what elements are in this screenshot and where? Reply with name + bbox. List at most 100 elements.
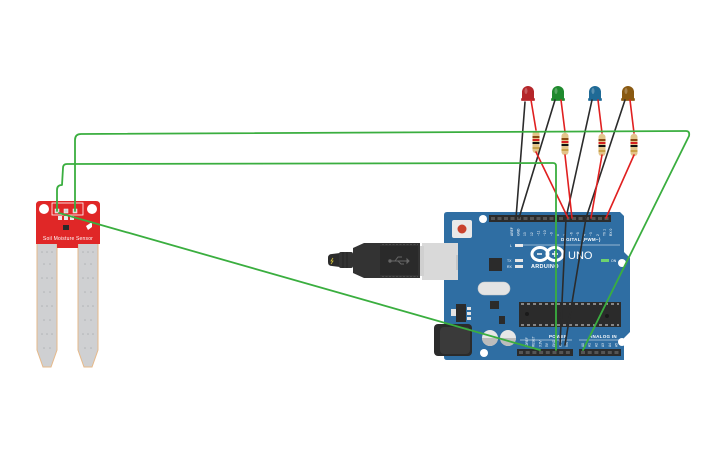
header-pin-socket[interactable]: [581, 351, 585, 354]
resistor[interactable]: [532, 131, 540, 153]
resistor-band: [598, 145, 606, 147]
wire-sensor-vcc[interactable]: [56, 162, 557, 351]
header-pin-socket[interactable]: [565, 351, 570, 354]
analog-pin-label: A1: [588, 343, 592, 347]
header-pin-socket[interactable]: [530, 217, 534, 220]
sensor-pins[interactable]: [54, 208, 78, 214]
arduino-mount-hole: [618, 259, 626, 267]
analog-label: ANALOG IN: [589, 334, 617, 339]
header-pin-socket[interactable]: [572, 217, 576, 220]
wire-sensor-gnd[interactable]: [74, 130, 691, 351]
header-pin-socket[interactable]: [594, 351, 599, 354]
usb-cable[interactable]: [328, 243, 424, 278]
wire-ground-brown-led[interactable]: [564, 99, 626, 346]
power-pin-label: GND: [552, 339, 556, 347]
sensor-transistor: [63, 225, 69, 230]
arduino-mount-hole: [479, 215, 487, 223]
header-pin-socket[interactable]: [614, 351, 619, 354]
header-pin-socket[interactable]: [532, 351, 537, 354]
resistor-band: [630, 142, 638, 144]
power-jack-face: [440, 327, 470, 354]
header-pin-socket[interactable]: [578, 217, 583, 220]
regulator-leg: [467, 307, 471, 310]
resistor-band: [598, 150, 606, 152]
sensor-logo-icon: [86, 222, 92, 230]
wire-ground-red-led[interactable]: [515, 101, 526, 219]
header-pin-socket[interactable]: [587, 351, 592, 354]
header-pin-socket[interactable]: [519, 351, 523, 354]
power-pin-label: Vin: [565, 342, 569, 347]
header-pin-socket[interactable]: [536, 217, 541, 220]
power-header[interactable]: [517, 349, 573, 356]
header-pin-socket[interactable]: [598, 217, 602, 220]
led-brown[interactable]: [621, 86, 635, 101]
analog-pin-label: A4: [608, 343, 612, 347]
resistor-band: [532, 147, 540, 149]
resistor-band: [561, 141, 569, 143]
wire-anode-blue[interactable]: [597, 99, 603, 134]
digital-header-block: [489, 215, 555, 222]
header-pin-socket[interactable]: [591, 217, 596, 220]
header-pin-socket[interactable]: [504, 217, 508, 220]
wire-anode-green[interactable]: [560, 99, 566, 133]
usb-chip: [489, 258, 502, 271]
header-pin-socket[interactable]: [543, 217, 547, 220]
header-pin-socket[interactable]: [559, 217, 563, 220]
led-label-rx: RX: [507, 265, 513, 269]
arduino-uno[interactable]: ARDUINO UNO L TX RX ON DIGITAL (PWM~) PO…: [422, 212, 630, 360]
digital-pin-label: ~10: [543, 230, 547, 236]
led-blue[interactable]: [588, 86, 602, 101]
resistor[interactable]: [598, 134, 606, 156]
wire-anode-green[interactable]: [564, 154, 573, 219]
header-pin-socket[interactable]: [497, 217, 502, 220]
resistor-band: [532, 139, 540, 141]
led-green[interactable]: [551, 86, 565, 101]
header-pin-socket[interactable]: [559, 351, 564, 354]
chip-dot: [605, 314, 609, 318]
header-pin-socket[interactable]: [539, 351, 544, 354]
usb-icon: [388, 256, 410, 265]
leds-group: [521, 86, 638, 156]
wire-sensor-sig[interactable]: [58, 212, 541, 351]
wire-anode-brown[interactable]: [629, 99, 635, 134]
header-pin-socket[interactable]: [510, 217, 515, 220]
wire-anode-red[interactable]: [535, 151, 569, 219]
sensor-prong-dots: [41, 251, 94, 349]
header-pin-socket[interactable]: [552, 351, 557, 354]
wire-ground-green-led[interactable]: [518, 99, 556, 219]
header-pin-socket[interactable]: [585, 217, 589, 220]
header-pin-socket[interactable]: [525, 351, 530, 354]
led-red[interactable]: [521, 86, 535, 101]
analog-header[interactable]: [579, 349, 621, 356]
analog-pin-label: A0: [581, 343, 585, 347]
led-body: [622, 86, 634, 100]
digital-header[interactable]: [489, 215, 611, 222]
sensor-pin-gnd[interactable]: [63, 208, 69, 214]
wire-anode-blue[interactable]: [590, 154, 603, 219]
sensor-mount-hole-right: [87, 204, 97, 214]
sensor-mount-hole-left: [39, 204, 49, 214]
wire-ground-blue-led[interactable]: [559, 99, 593, 346]
wires[interactable]: [56, 99, 691, 351]
header-pin-socket[interactable]: [601, 351, 606, 354]
header-pin-socket[interactable]: [491, 217, 495, 220]
reset-button-cap[interactable]: [457, 224, 467, 234]
usb-socket[interactable]: [422, 243, 458, 280]
resistor-band: [598, 142, 606, 144]
led-label-tx: TX: [507, 259, 512, 263]
wire-anode-red[interactable]: [530, 99, 537, 131]
analog-header-block: [579, 349, 621, 356]
header-pin-socket[interactable]: [607, 351, 612, 354]
led-body: [552, 86, 564, 100]
header-pin-socket[interactable]: [545, 351, 550, 354]
usb-strain-relief: [339, 252, 353, 268]
resistor[interactable]: [561, 133, 569, 155]
soil-moisture-sensor[interactable]: Soil Moisture Sensor: [36, 201, 100, 368]
resistor[interactable]: [630, 134, 638, 156]
wire-anode-brown[interactable]: [605, 154, 635, 219]
resistor-band: [630, 139, 638, 141]
header-pin-socket[interactable]: [549, 217, 554, 220]
header-pin-socket[interactable]: [523, 217, 528, 220]
digital-header-block: [557, 215, 611, 222]
